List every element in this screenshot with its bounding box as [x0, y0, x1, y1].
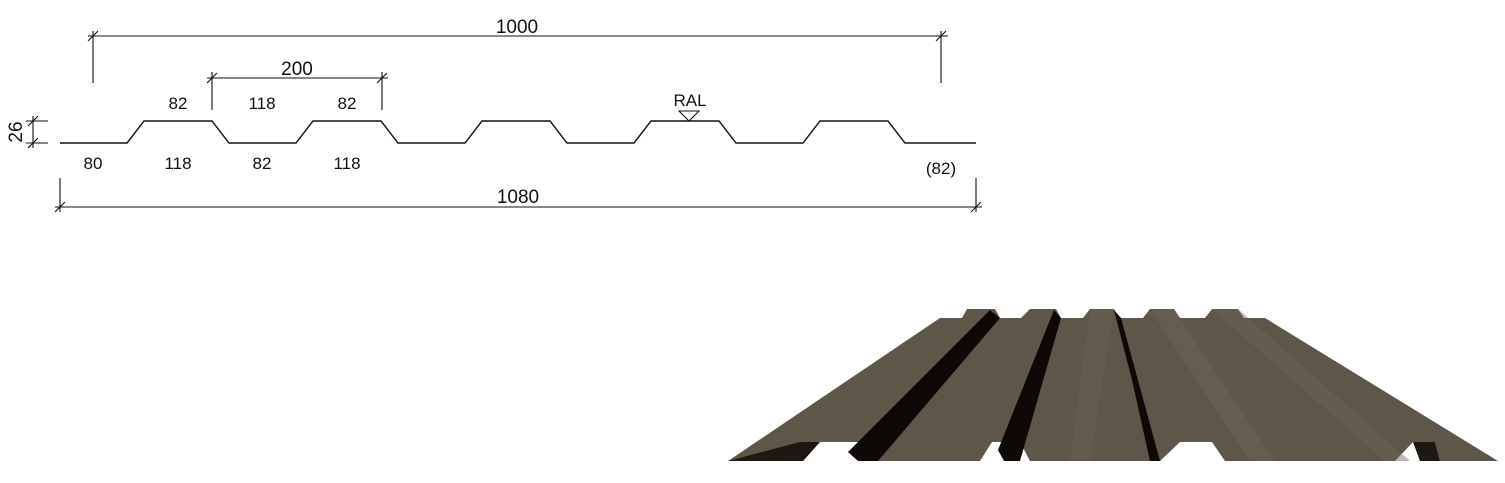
crest-highlight-2 — [1212, 309, 1410, 461]
crest-highlight-1 — [1150, 309, 1275, 461]
dimension-26: 26 — [6, 115, 48, 149]
bottom-label-valley-1: 82 — [253, 154, 272, 173]
bottom-label-edge-left: 80 — [84, 154, 103, 173]
ral-marker: RAL — [673, 91, 707, 122]
dimension-26-label: 26 — [6, 121, 27, 142]
groove-shadow-1 — [848, 310, 1000, 461]
edge-shadow-right — [1413, 442, 1440, 461]
bottom-label-crest-1: 118 — [164, 154, 191, 173]
dimension-1080: 1080 — [54, 178, 982, 213]
dimension-1000: 1000 — [87, 17, 948, 83]
dimension-200-label: 200 — [281, 59, 313, 80]
dimension-1080-label: 1080 — [497, 187, 539, 208]
bottom-label-edge-right: (82) — [926, 159, 956, 178]
profile-sheet-rendering — [728, 309, 1498, 461]
top-label-crest-left: 82 — [169, 94, 188, 113]
dimension-200: 200 — [206, 59, 388, 110]
edge-shadow-left — [728, 442, 820, 461]
trapezoidal-profile — [60, 120, 976, 144]
groove-shadow-2 — [998, 310, 1061, 461]
top-label-valley: 118 — [248, 94, 275, 113]
ral-label: RAL — [673, 91, 706, 110]
sheet-body — [728, 309, 1498, 461]
top-label-crest-right: 82 — [338, 94, 357, 113]
dimension-1000-label: 1000 — [496, 17, 538, 38]
groove-shadow-3 — [1114, 310, 1160, 461]
bottom-label-crest-2: 118 — [333, 154, 360, 173]
crest-highlight-3 — [1070, 309, 1114, 461]
